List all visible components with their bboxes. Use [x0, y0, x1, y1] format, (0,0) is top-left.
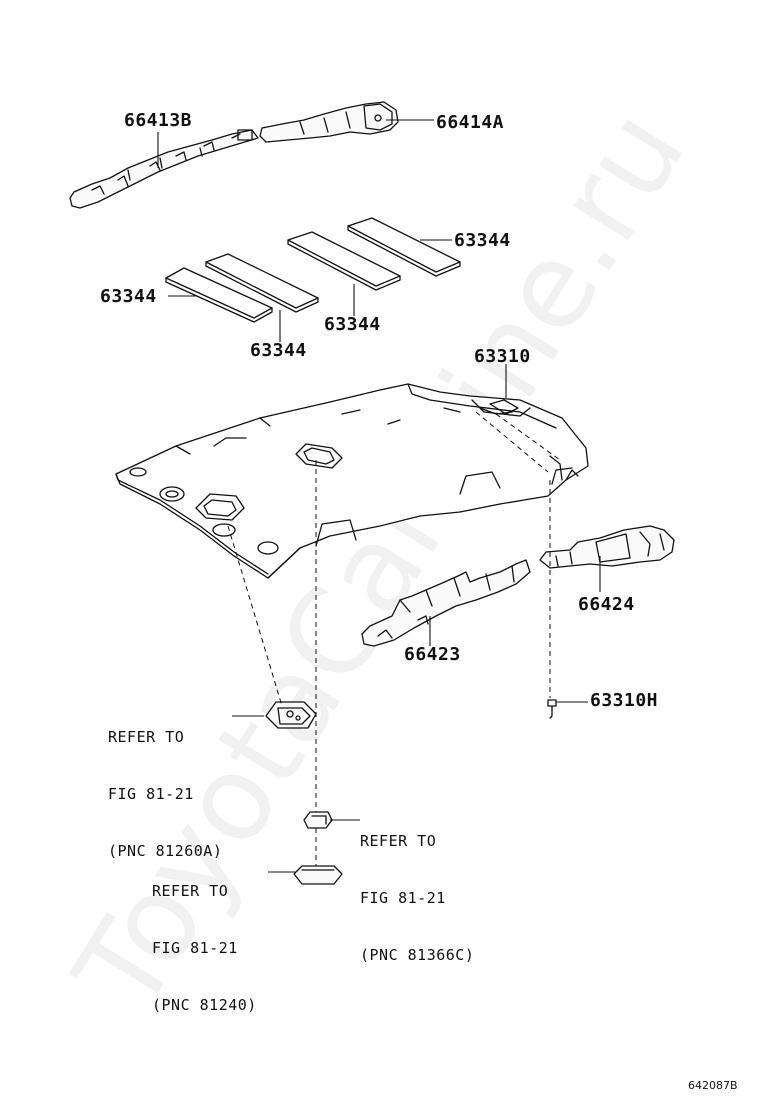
- label-63310: 63310: [474, 346, 531, 367]
- ref-line: FIG 81-21: [152, 939, 238, 957]
- label-63344-center: 63344: [250, 340, 307, 361]
- pad-63344-b: [205, 253, 319, 313]
- part-66414A-rail: [259, 101, 399, 143]
- ref-line: (PNC 81240): [152, 996, 257, 1014]
- ref-line: REFER TO: [108, 728, 185, 746]
- ref-line: (PNC 81366C): [360, 946, 475, 964]
- dashed-alignment-lines: [227, 411, 561, 866]
- label-66424: 66424: [578, 594, 635, 615]
- headliner-63310: [115, 383, 589, 579]
- reference-note-81260A: REFER TO FIG 81-21 (PNC 81260A): [108, 690, 222, 899]
- ref-line: REFER TO: [152, 882, 229, 900]
- part-66424-rail: [539, 525, 675, 569]
- ref-line: FIG 81-21: [360, 889, 446, 907]
- leader-lines: [157, 119, 601, 873]
- ref-line: (PNC 81260A): [108, 842, 223, 860]
- label-63344-middle: 63344: [324, 314, 381, 335]
- lamp-81366C: [303, 811, 333, 829]
- lamp-81240: [293, 865, 343, 885]
- label-63344-left: 63344: [100, 286, 157, 307]
- ref-line: FIG 81-21: [108, 785, 194, 803]
- clip-63310H: [547, 699, 557, 719]
- part-66423-rail: [361, 559, 531, 647]
- ref-line: REFER TO: [360, 832, 437, 850]
- reference-note-81366C: REFER TO FIG 81-21 (PNC 81366C): [360, 794, 474, 1003]
- label-63310H: 63310H: [590, 690, 659, 711]
- part-66413B-rail: [69, 129, 259, 209]
- pad-63344-a: [165, 267, 273, 323]
- pad-63344-c: [287, 231, 401, 291]
- label-63344-right: 63344: [454, 230, 511, 251]
- lamp-81260A: [265, 701, 317, 729]
- reference-note-81240: REFER TO FIG 81-21 (PNC 81240): [152, 844, 257, 1053]
- label-66423: 66423: [404, 644, 461, 665]
- label-66414A: 66414A: [436, 112, 505, 133]
- label-66413B: 66413B: [124, 110, 193, 131]
- pad-63344-d: [347, 217, 461, 277]
- figure-code: 642087B: [688, 1079, 738, 1092]
